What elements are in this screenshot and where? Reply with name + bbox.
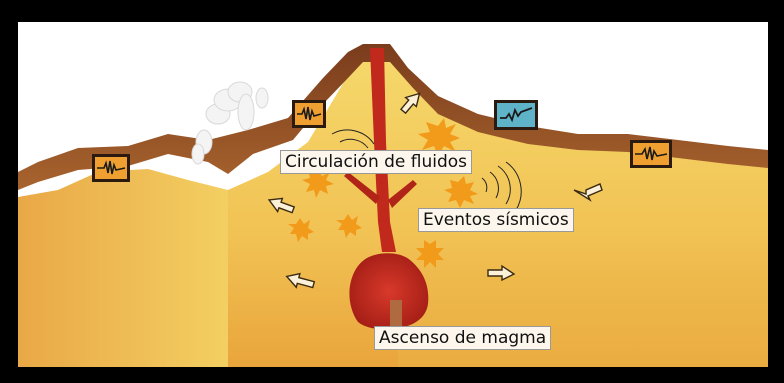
magma-chamber bbox=[349, 253, 429, 330]
fumarole-icon bbox=[191, 81, 269, 165]
seismometer-active-icon bbox=[494, 100, 538, 130]
magma-dike-right bbox=[388, 180, 417, 208]
label-magma-ascent: Ascenso de magma bbox=[374, 326, 552, 350]
seismometer-icon bbox=[92, 154, 130, 182]
star-burst-icon bbox=[288, 118, 478, 268]
block-right-lower bbox=[398, 272, 768, 367]
seismometer-icon bbox=[630, 140, 672, 168]
arrow-icon bbox=[267, 92, 603, 289]
volcano-diagram: Circulación de fluidos Eventos sísmicos … bbox=[18, 22, 768, 367]
magma-dike-left bbox=[344, 172, 380, 204]
label-seismic-events: Eventos sísmicos bbox=[418, 208, 574, 232]
magma-ascent-arrow bbox=[390, 300, 402, 326]
seismic-wave-arcs bbox=[331, 129, 522, 211]
seismometer-icon bbox=[292, 100, 326, 128]
label-fluid-circulation: Circulación de fluidos bbox=[280, 150, 473, 174]
volcano-cross-section bbox=[18, 44, 768, 367]
block-left-face bbox=[18, 169, 228, 367]
